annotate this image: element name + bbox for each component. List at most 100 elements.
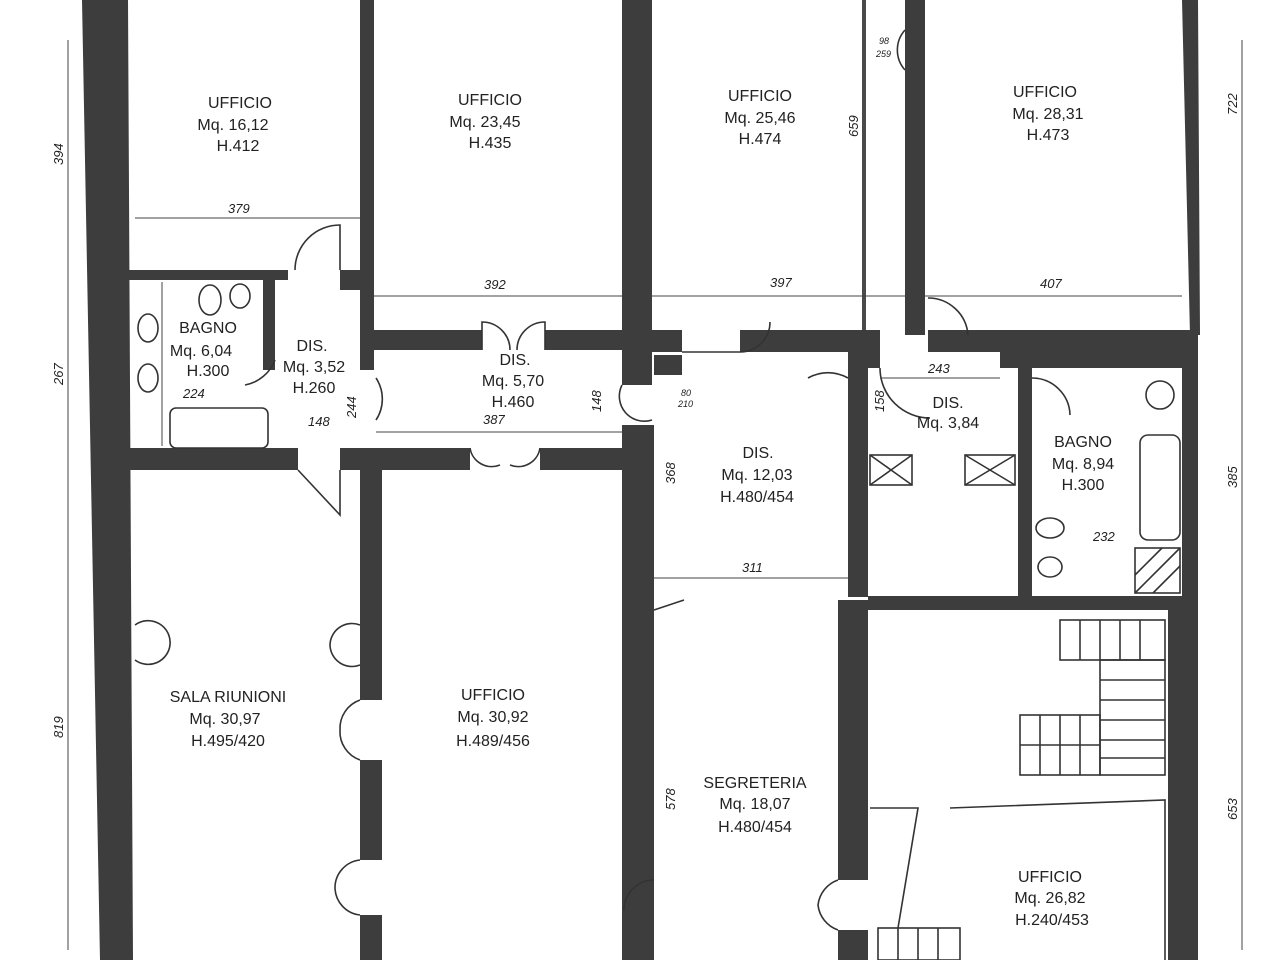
room-name: UFFICIO	[728, 88, 792, 105]
dim-267: 267	[51, 363, 66, 386]
room-name: DIS.	[296, 338, 327, 355]
door-dis1	[294, 224, 341, 271]
exterior-wall-left	[82, 0, 133, 960]
room-height: H.412	[217, 138, 260, 155]
dim-722: 722	[1225, 93, 1240, 115]
room-name: DIS.	[932, 395, 963, 412]
room-ufficio-3: UFFICIO Mq. 25,46 H.474	[724, 88, 795, 148]
toilet-icon-2	[1035, 517, 1065, 539]
dim-244: 244	[344, 396, 359, 419]
exterior-wall-right	[1182, 0, 1200, 335]
room-height: H.480/454	[720, 489, 794, 506]
room-dis-2: DIS. Mq. 5,70 H.460	[482, 352, 544, 411]
dim-819: 819	[51, 716, 66, 738]
room-bagno-2: BAGNO Mq. 8,94 H.300	[1052, 434, 1114, 494]
door-sala-2	[334, 859, 361, 916]
dimension-lines	[67, 40, 1243, 950]
door-dis3-inner	[618, 384, 653, 422]
door-dis1-bottom	[297, 469, 341, 518]
dim-394: 394	[51, 143, 66, 165]
room-name: SALA RIUNIONI	[170, 689, 286, 706]
door-bagno2	[1031, 377, 1071, 416]
door-dim-80: 80	[681, 388, 691, 398]
room-dis-1: DIS. Mq. 3,52 H.260	[283, 338, 345, 397]
room-height: H.240/453	[1015, 912, 1089, 929]
dim-385: 385	[1225, 466, 1240, 488]
door-dim-259: 259	[875, 49, 891, 59]
walls	[82, 0, 1200, 960]
room-height: H.480/454	[718, 819, 792, 836]
room-dis-4: DIS. Mq. 3,84	[917, 395, 979, 432]
exterior-wall-right-lower	[1168, 600, 1198, 960]
toilet-icon	[198, 284, 222, 316]
room-name: UFFICIO	[208, 95, 272, 112]
room-height: H.460	[492, 394, 535, 411]
room-name: DIS.	[499, 352, 530, 369]
bidet-icon	[229, 283, 251, 309]
room-sala-riunioni: SALA RIUNIONI Mq. 30,97 H.495/420	[170, 689, 286, 750]
room-area: Mq. 5,70	[482, 373, 544, 390]
room-name: BAGNO	[1054, 434, 1112, 451]
door-dis4	[879, 367, 931, 419]
door-dim-98: 98	[879, 36, 889, 46]
room-height: H.489/456	[456, 733, 530, 750]
dim-407: 407	[1040, 276, 1062, 291]
dim-397: 397	[770, 275, 792, 290]
room-area: Mq. 18,07	[719, 796, 790, 813]
dim-243: 243	[927, 361, 950, 376]
dim-653: 653	[1225, 798, 1240, 820]
dim-392: 392	[484, 277, 506, 292]
staircase-icon	[1019, 619, 1166, 776]
wall-u3-u4	[905, 0, 925, 335]
room-area: Mq. 23,45	[449, 114, 520, 131]
door-segreteria-2	[623, 879, 655, 911]
dim-659: 659	[846, 115, 861, 137]
door-ufficio6	[817, 879, 839, 931]
bathtub-2	[1139, 434, 1181, 541]
washbasin-icon-2	[1145, 380, 1175, 410]
door-u4	[927, 297, 969, 336]
room-height: H.300	[187, 363, 230, 380]
room-height: H.435	[469, 135, 512, 152]
dimension-labels: 379 392 397 407 224 148 387 243 311 232 …	[51, 36, 1240, 820]
door-dis2-top	[481, 321, 546, 351]
room-area: Mq. 26,82	[1014, 890, 1085, 907]
wall-u1-u2	[360, 0, 374, 270]
room-height: H.260	[293, 380, 336, 397]
room-area: Mq. 12,03	[721, 467, 792, 484]
room-segreteria: SEGRETERIA Mq. 18,07 H.480/454	[703, 775, 806, 836]
dim-311: 311	[742, 560, 763, 575]
dim-387: 387	[483, 412, 505, 427]
room-name: DIS.	[742, 445, 773, 462]
room-bagno-1: BAGNO Mq. 6,04 H.300	[170, 320, 237, 380]
room-area: Mq. 28,31	[1012, 106, 1083, 123]
room-ufficio-5: UFFICIO Mq. 30,92 H.489/456	[456, 687, 530, 750]
shower-icon	[1134, 547, 1181, 594]
room-area: Mq. 8,94	[1052, 456, 1114, 473]
dim-379: 379	[228, 201, 250, 216]
room-name: UFFICIO	[1018, 869, 1082, 886]
bathtub-1	[169, 407, 269, 449]
door-dis2-left	[375, 377, 384, 421]
cabinet-right	[964, 454, 1016, 486]
fixtures	[137, 282, 1181, 960]
bidet-icon-2	[1037, 556, 1063, 578]
door-dim-210: 210	[677, 399, 693, 409]
room-ufficio-2: UFFICIO Mq. 23,45 H.435	[449, 92, 522, 152]
dim-224: 224	[182, 386, 205, 401]
door-segreteria-1	[653, 599, 685, 611]
door-dis3-top	[682, 321, 771, 353]
door-u3-u4	[896, 29, 906, 71]
room-area: Mq. 3,84	[917, 415, 979, 432]
door-dis2-bottom	[469, 447, 541, 468]
dim-368: 368	[663, 462, 678, 484]
room-area: Mq. 16,12	[197, 117, 268, 134]
dim-232: 232	[1092, 529, 1115, 544]
room-height: H.473	[1027, 127, 1070, 144]
dim-158: 158	[872, 390, 887, 412]
dim-578: 578	[663, 788, 678, 810]
room-name: BAGNO	[179, 320, 237, 337]
doors	[134, 29, 1071, 931]
wall-u2-u3	[622, 0, 652, 355]
